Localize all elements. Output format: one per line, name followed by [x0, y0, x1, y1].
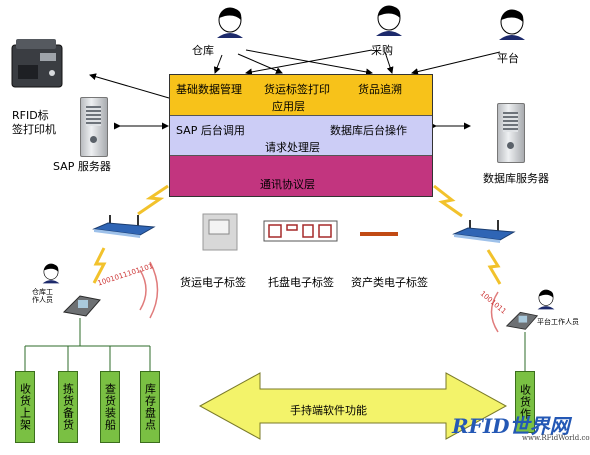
arrow-purchase-trace: [384, 51, 394, 74]
arrow-purchase-app: [245, 49, 373, 76]
app-item-trace: 货品追溯: [358, 83, 402, 96]
right-reader-router-icon: [452, 220, 516, 243]
request-layer-name: 请求处理层: [265, 141, 320, 154]
rfid-printer-label: RFID标 签打印机: [12, 109, 56, 136]
logo-text: RFID世界网: [452, 414, 570, 438]
warehouse-worker-label: 仓库工 作人员: [32, 288, 53, 304]
task-check-load: 查货装船: [100, 371, 120, 443]
warehouse-person-icon: [217, 7, 243, 38]
actor-platform: 平台: [497, 52, 519, 65]
asset-tag-icon: [360, 232, 398, 236]
app-item-basic-data: 基础数据管理: [176, 83, 242, 96]
platform-person-icon: [499, 9, 525, 40]
sap-server-icon: [80, 97, 108, 157]
sap-server-label: SAP 服务器: [53, 160, 111, 173]
right-handheld-reader-icon: [505, 311, 539, 330]
comm-layer-name: 通讯协议层: [260, 178, 315, 191]
task-pick-prepare: 拣货备货: [58, 371, 78, 443]
tag-asset-label: 资产类电子标签: [351, 276, 428, 289]
request-layer: SAP 后台调用 数据库后台操作 请求处理层: [170, 116, 432, 156]
db-server-label: 数据库服务器: [483, 172, 549, 185]
purchase-person-icon: [376, 5, 402, 36]
rfid-world-logo: RFID世界网 www.RFidWorld.com.cn: [452, 410, 590, 442]
pallet-tag-icon: [263, 220, 338, 242]
left-reader-router-icon: [92, 215, 156, 238]
radio-arc-right: [490, 291, 499, 333]
handheld-function-label: 手持端软件功能: [290, 404, 367, 417]
app-item-label-print: 货运标签打印: [264, 83, 330, 96]
logo-url: www.RFidWorld.com.cn: [522, 434, 590, 442]
rfid-printer-icon: [11, 39, 63, 88]
arrow-warehouse-app: [213, 54, 223, 74]
task-platform-receive: 收货作: [515, 371, 535, 433]
software-architecture-stack: 基础数据管理 货运标签打印 货品追溯 应用层 SAP 后台调用 数据库后台操作 …: [169, 74, 433, 197]
arrow-warehouse-label: [237, 53, 283, 74]
app-layer-name: 应用层: [272, 100, 305, 113]
shipping-tag-icon: [202, 213, 238, 251]
platform-worker-icon: [537, 289, 555, 310]
signal-bolt-right-low: [486, 249, 502, 285]
signal-bolt-left: [137, 184, 169, 216]
platform-worker-label: 平台工作人员: [537, 318, 579, 326]
tag-shipping-label: 货运电子标签: [180, 276, 246, 289]
actor-warehouse: 仓库: [192, 44, 214, 57]
req-item-db-op: 数据库后台操作: [330, 124, 407, 137]
tag-pallet-label: 托盘电子标签: [268, 276, 334, 289]
actor-purchase: 采购: [371, 44, 393, 57]
req-item-sap-call: SAP 后台调用: [176, 124, 245, 137]
task-receive-shelve: 收货上架: [15, 371, 35, 443]
signal-bolt-right: [433, 184, 463, 218]
handheld-function-arrow: [198, 372, 508, 440]
arrow-app-printer: [89, 73, 170, 99]
left-handheld-reader-icon: [62, 295, 101, 317]
warehouse-worker-icon: [42, 263, 60, 284]
radio-arc-left-2: [139, 269, 147, 311]
arrow-platform-trace: [411, 51, 501, 76]
signal-bolt-left-low: [92, 247, 107, 284]
task-inventory-count: 库存盘点: [140, 371, 160, 443]
communication-layer: 通讯协议层: [170, 156, 432, 196]
application-layer: 基础数据管理 货运标签打印 货品追溯 应用层: [170, 75, 432, 116]
db-server-icon: [497, 103, 525, 163]
radio-arc-left: [149, 261, 159, 319]
